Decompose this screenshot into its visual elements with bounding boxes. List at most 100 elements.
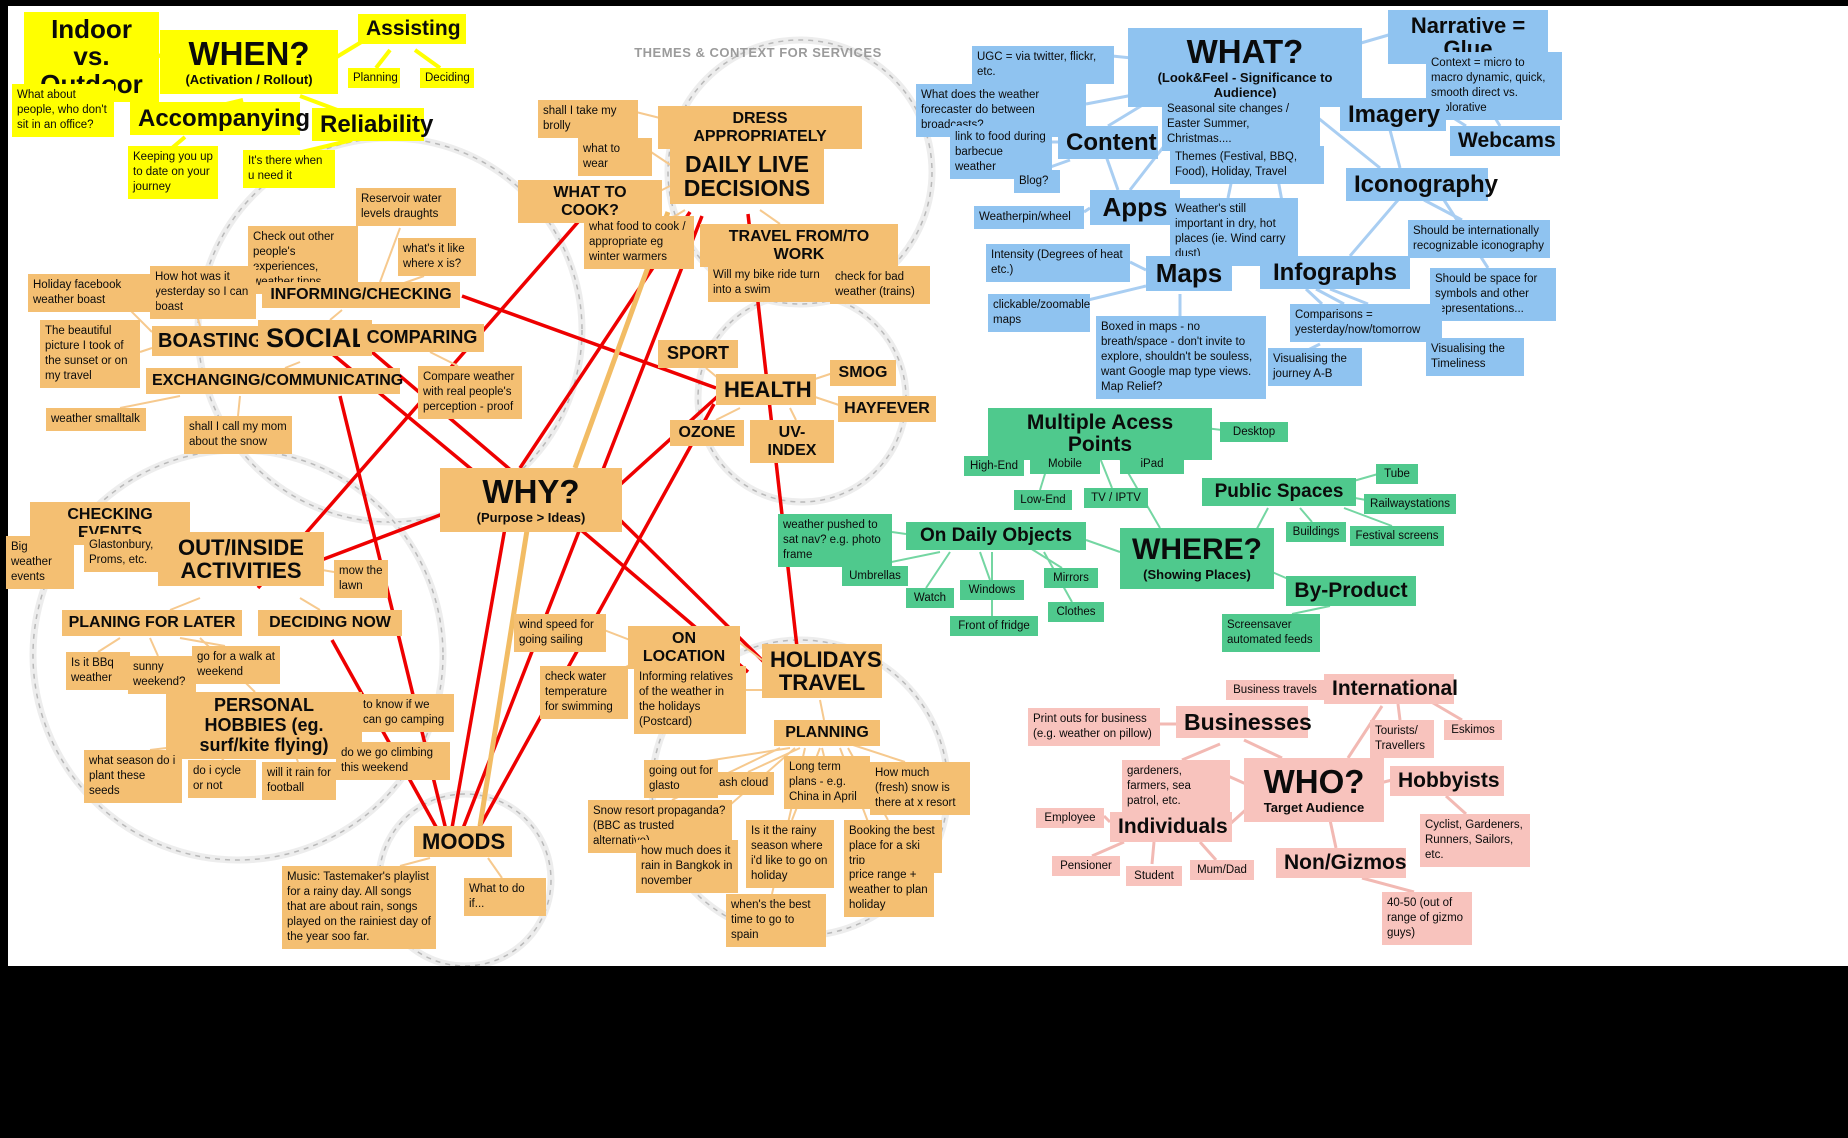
node-planning-holidays: PLANNING (774, 720, 880, 746)
node-keeping-up-journey: Keeping you up to date on your journey (128, 146, 218, 199)
edge-connector (1227, 774, 1247, 786)
node-informing-checking: INFORMING/CHECKING (262, 282, 460, 308)
node-visualising-journey: Visualising the journey A-B (1268, 348, 1362, 386)
node-pensioner: Pensioner (1052, 856, 1120, 877)
node-exchanging-communicating: EXCHANGING/COMMUNICATING (146, 368, 403, 394)
node-business-travels: Business travels (1226, 680, 1324, 701)
edge-connector (1087, 284, 1147, 302)
node-cyclist-gardeners-runners: Cyclist, Gardeners, Runners, Sailors, et… (1420, 814, 1530, 867)
edge-connector (97, 637, 121, 653)
node-by-product: By-Product (1286, 576, 1416, 607)
node-what-to-wear: what to wear (578, 138, 652, 176)
node-ozone: OZONE (670, 420, 744, 446)
edge-connector (399, 857, 431, 867)
edge-connector (1102, 814, 1112, 824)
node-comparing: COMPARING (360, 324, 484, 352)
edge-connector (1291, 605, 1331, 615)
edge-connector (925, 551, 951, 589)
edge-connector (647, 149, 673, 167)
node-mobile: Mobile (1030, 454, 1100, 475)
edge-connector (374, 48, 392, 70)
node-businesses: Businesses (1176, 706, 1312, 739)
node-dress-appropriately: DRESS APPROPRIATELY (658, 106, 862, 150)
node-public-spaces: Public Spaces (1202, 478, 1356, 506)
edge-connector (429, 351, 459, 367)
node-assisting: Assisting (358, 14, 466, 45)
edge-connector (379, 227, 401, 283)
node-price-range-weather: price range + weather to plan holiday (844, 864, 934, 917)
node-what-season-seeds: what season do i plant these seeds (84, 750, 182, 803)
node-daily-live-decisions: DAILY LIVE DECISIONS (670, 148, 824, 205)
node-compare-real-perception: Compare weather with real people's perce… (418, 366, 522, 419)
node-high-end: High-End (964, 456, 1024, 477)
edge-connector (849, 743, 906, 763)
edge-connector (139, 347, 153, 353)
node-know-if-camping: to know if we can go camping (358, 694, 454, 732)
node-rainy-season-holiday: Is it the rainy season where i'd like to… (746, 820, 834, 888)
node-do-i-cycle: do i cycle or not (188, 760, 256, 798)
node-whats-it-like-where-x: what's it like where x is? (398, 238, 476, 276)
node-iconography: Iconography (1346, 168, 1498, 202)
node-bike-ride-swim: Will my bike ride turn into a swim (708, 264, 830, 302)
edge-connector (819, 699, 825, 721)
node-personal-hobbies: PERSONAL HOBBIES (eg. surf/kite flying) (166, 692, 362, 760)
node-themes-festival-bbq: Themes (Festival, BBQ, Food), Holiday, T… (1170, 146, 1324, 184)
edge-connector (284, 361, 301, 369)
node-hayfever: HAYFEVER (838, 396, 936, 422)
edge-connector (1181, 742, 1221, 762)
node-intensity-degrees: Intensity (Degrees of heat etc.) (986, 244, 1130, 282)
node-how-hot-yesterday: How hot was it yesterday so I can boast (150, 266, 256, 319)
guide-circle-dashed (667, 39, 933, 305)
node-informing-relatives: Informing relatives of the weather in th… (634, 666, 746, 734)
node-going-out-glasto: going out for glasto (644, 760, 718, 798)
node-imagery: Imagery (1340, 98, 1446, 132)
node-context-micro-macro: Context = micro to macro dynamic, quick,… (1426, 52, 1562, 120)
node-maps: Maps (1146, 256, 1232, 292)
edge-connector (1361, 876, 1415, 894)
node-check-bad-weather-trains: check for bad weather (trains) (830, 266, 930, 304)
edge-connector (413, 48, 442, 70)
node-ugc-twitter-flickr: UGC = via twitter, flickr, etc. (972, 46, 1114, 84)
node-comparisons-yesterday: Comparisons = yesterday/now/tomorrow (1290, 304, 1442, 342)
node-health: HEALTH (716, 374, 816, 406)
edge-connector (1085, 539, 1121, 553)
edge-connector (1129, 260, 1147, 272)
edge-connector (487, 857, 503, 879)
node-tourists-travellers: Tourists/ Travellers (1370, 720, 1434, 758)
node-umbrellas: Umbrellas (842, 566, 908, 587)
node-where: WHERE?(Showing Places) (1120, 528, 1274, 589)
edge-connector (329, 309, 343, 321)
node-is-it-bbq-weather: Is it BBq weather (66, 652, 130, 690)
node-when: WHEN?(Activation / Rollout) (160, 30, 338, 94)
edge-connector (1388, 129, 1402, 169)
node-weatherpin-wheel: Weatherpin/wheel (974, 206, 1084, 229)
node-weather-smalltalk: weather smalltalk (46, 408, 146, 431)
edge-connector (891, 531, 907, 535)
edge-connector (1343, 507, 1393, 527)
node-shall-take-brolly: shall I take my brolly (538, 100, 638, 138)
node-reservoir-water: Reservoir water levels draughts (356, 188, 456, 226)
node-ash-cloud: ash cloud (714, 772, 774, 795)
edge-connector (1150, 841, 1156, 865)
node-best-time-spain: when's the best time to go to spain (726, 894, 826, 947)
node-why: WHY?(Purpose > Ideas) (440, 468, 622, 532)
edge-connector (321, 569, 335, 573)
edge-connector (789, 407, 797, 421)
node-buildings: Buildings (1286, 522, 1346, 543)
edge-connector (1348, 199, 1400, 257)
node-wind-speed-sailing: wind speed for going sailing (514, 614, 606, 652)
node-hobbyists: Hobbyists (1390, 766, 1504, 797)
node-on-location: ON LOCATION (628, 626, 740, 670)
edge-connector (461, 294, 717, 390)
edge-connector (119, 395, 181, 409)
edge-connector (299, 597, 321, 611)
node-its-there-when-needed: It's there when u need it (243, 150, 335, 188)
edge-connector (1198, 841, 1218, 861)
edge-connector (1091, 840, 1125, 858)
node-webcams: Webcams (1450, 126, 1560, 157)
edge-connector (1328, 819, 1338, 849)
edge-connector (179, 637, 226, 647)
node-employee: Employee (1036, 808, 1104, 829)
edge-connector (1346, 705, 1384, 759)
